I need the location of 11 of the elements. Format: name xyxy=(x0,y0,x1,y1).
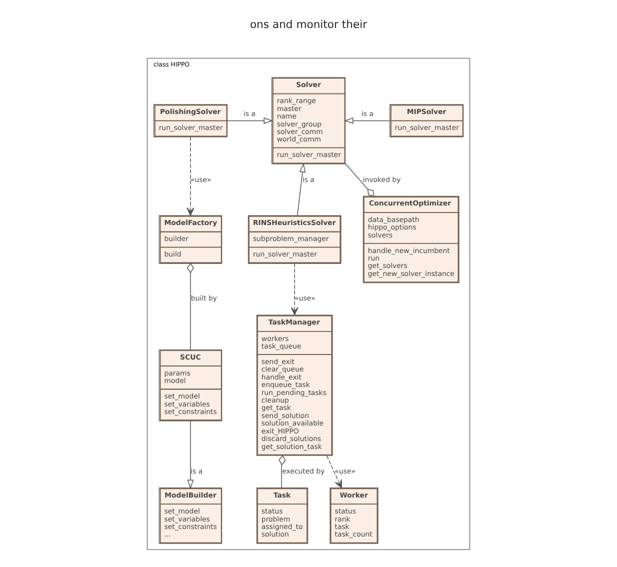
arrow xyxy=(186,136,194,216)
arrow xyxy=(326,455,342,488)
arrow xyxy=(187,420,194,489)
arrow xyxy=(290,263,298,316)
arrow xyxy=(226,117,273,124)
connector xyxy=(186,262,194,350)
arrow xyxy=(297,163,306,216)
connector xyxy=(344,163,374,197)
connector xyxy=(278,454,286,488)
arrow xyxy=(344,117,390,124)
label: ons and monitor their xyxy=(250,18,368,31)
